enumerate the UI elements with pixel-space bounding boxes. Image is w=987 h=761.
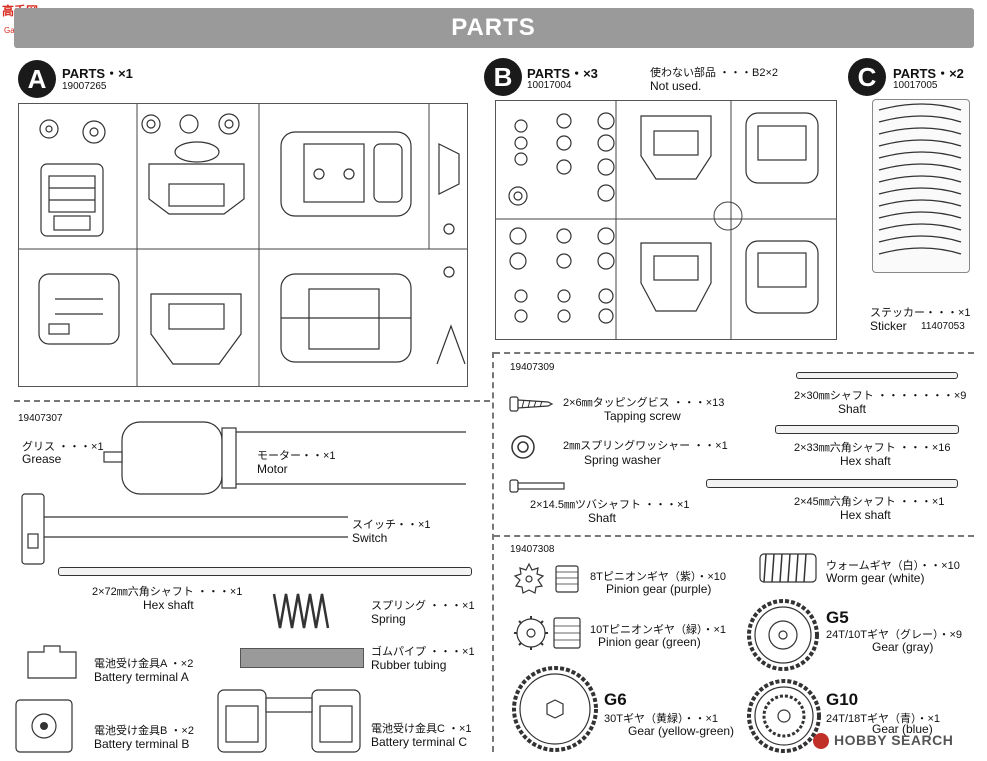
sticker-label-jp: ステッカー・・・×1 — [870, 307, 971, 319]
hex33-shaft-drawing — [775, 425, 959, 434]
sheet-b-title: PARTS・×3 — [527, 66, 598, 81]
g6-label-jp: 30Tギヤ（黄緑）・・×1 — [604, 713, 718, 725]
grease-label-en: Grease — [22, 452, 62, 466]
pinion-green-drawing — [512, 614, 584, 652]
sheet-c-badge: C — [848, 58, 886, 96]
sheet-a-badge: A — [18, 60, 56, 98]
sheet-c-code: 10017005 — [893, 80, 938, 91]
divider-left — [14, 400, 490, 402]
motor-label-jp: モーター・・×1 — [257, 450, 336, 462]
sheet-b-code: 10017004 — [527, 80, 572, 91]
spring-label-en: Spring — [371, 612, 406, 626]
sheet-a-parts-drawing — [19, 104, 467, 386]
divider-right-mid — [494, 535, 974, 537]
g6-label-en: Gear (yellow-green) — [628, 724, 735, 738]
grease-label-jp: グリス ・・・×1 — [22, 441, 104, 453]
hex72-label-en: Hex shaft — [143, 598, 194, 612]
pp-label-en: Pinion gear (purple) — [606, 582, 712, 596]
sheet-a-code: 19007265 — [62, 81, 107, 92]
sheet-b-parts-drawing — [496, 101, 836, 339]
h33-label-en: Hex shaft — [840, 454, 891, 468]
hex45-shaft-drawing — [706, 479, 958, 488]
switch-label-en: Switch — [352, 531, 388, 545]
h45-label-en: Hex shaft — [840, 508, 891, 522]
divider-vertical — [492, 352, 494, 752]
sheet-b-unused-jp: 使わない部品 ・・・B2×2 — [650, 67, 779, 79]
terminal-b-drawing — [14, 698, 74, 754]
rubber-tubing-drawing — [240, 648, 364, 668]
sheet-a-title: PARTS・×1 — [62, 66, 133, 81]
bag3-code: 19407308 — [510, 544, 555, 555]
motor-label-en: Motor — [257, 462, 288, 476]
g5-label-en: Gear (gray) — [872, 640, 934, 654]
pp-label-jp: 8Tピニオンギヤ（紫）・×10 — [590, 571, 726, 583]
screw-label-jp: 2×6㎜タッピングビス ・・・×13 — [563, 397, 725, 409]
bag1-code: 19407307 — [18, 413, 63, 424]
hex72-shaft-drawing — [58, 567, 472, 576]
worm-label-jp: ウォームギヤ（白）・・×10 — [826, 560, 960, 572]
flange-shaft-drawing — [508, 478, 568, 494]
shaft30-drawing — [796, 372, 958, 379]
sticker-label-en: Sticker — [870, 319, 907, 333]
g5-label-jp: 24T/10Tギヤ（グレー）・×9 — [826, 629, 963, 641]
switch-drawing — [18, 492, 468, 568]
g10-label-en: Gear (blue) — [872, 722, 933, 736]
spring-washer-drawing — [510, 434, 536, 460]
tube-label-jp: ゴムパイプ ・・・×1 — [371, 646, 475, 658]
tube-label-en: Rubber tubing — [371, 658, 447, 672]
termA-label-en: Battery terminal A — [94, 670, 189, 684]
s30-label-jp: 2×30㎜シャフト ・・・・・・・×9 — [794, 390, 967, 402]
termB-label-en: Battery terminal B — [94, 737, 190, 751]
motor-drawing — [98, 418, 470, 498]
sheet-c-frame — [872, 99, 970, 273]
bag2-code: 19407309 — [510, 362, 555, 373]
sheet-a-frame — [18, 103, 468, 387]
sticker-code: 11407053 — [921, 321, 965, 332]
s30-label-en: Shaft — [838, 402, 867, 416]
flange-label-jp: 2×14.5㎜ツバシャフト ・・・×1 — [530, 499, 690, 511]
termA-label-jp: 電池受け金具A ・×2 — [94, 658, 194, 670]
washer-label-en: Spring washer — [584, 453, 661, 467]
washer-label-jp: 2㎜スプリングワッシャー ・・×1 — [563, 440, 728, 452]
pinion-purple-drawing — [512, 562, 582, 596]
pg-label-en: Pinion gear (green) — [598, 635, 701, 649]
sheet-c-sticker-drawing — [878, 103, 962, 255]
g10-id: G10 — [826, 690, 859, 709]
g10-label-jp: 24T/18Tギヤ（青）・×1 — [826, 713, 941, 725]
h33-label-jp: 2×33㎜六角シャフト ・・・×16 — [794, 442, 951, 454]
worm-gear-drawing — [756, 550, 820, 586]
hex72-label-jp: 2×72㎜六角シャフト ・・・×1 — [92, 586, 243, 598]
sheet-c-title: PARTS・×2 — [893, 66, 964, 81]
worm-label-en: Worm gear (white) — [826, 571, 925, 585]
watermark-text: HOBBY SEARCH — [834, 732, 954, 748]
divider-right-top — [494, 352, 974, 354]
watermark-icon — [813, 733, 829, 749]
termC-label-en: Battery terminal C — [371, 735, 468, 749]
gear-g6-drawing — [510, 664, 600, 754]
terminal-a-drawing — [24, 644, 80, 680]
sheet-b-badge: B — [484, 58, 522, 96]
terminal-c-drawing — [214, 686, 364, 754]
sheet-b-frame — [495, 100, 837, 340]
page-title: PARTS — [451, 14, 536, 41]
flange-label-en: Shaft — [588, 511, 617, 525]
termB-label-jp: 電池受け金具B ・×2 — [94, 725, 194, 737]
tapping-screw-drawing — [508, 394, 554, 414]
gear-g10-drawing — [744, 676, 824, 756]
termC-label-jp: 電池受け金具C ・×1 — [371, 723, 472, 735]
screw-label-en: Tapping screw — [604, 409, 681, 423]
header-bar — [14, 8, 974, 48]
sheet-b-unused-en: Not used. — [650, 79, 702, 93]
pg-label-jp: 10Tピニオンギヤ（緑）・×1 — [590, 624, 726, 636]
spring-label-jp: スプリング ・・・×1 — [371, 600, 475, 612]
g5-id: G5 — [826, 608, 849, 627]
g6-id: G6 — [604, 690, 627, 709]
spring-drawing — [270, 590, 334, 632]
switch-label-jp: スイッチ・・×1 — [352, 519, 431, 531]
gear-g5-drawing — [744, 596, 822, 674]
h45-label-jp: 2×45㎜六角シャフト ・・・×1 — [794, 496, 945, 508]
